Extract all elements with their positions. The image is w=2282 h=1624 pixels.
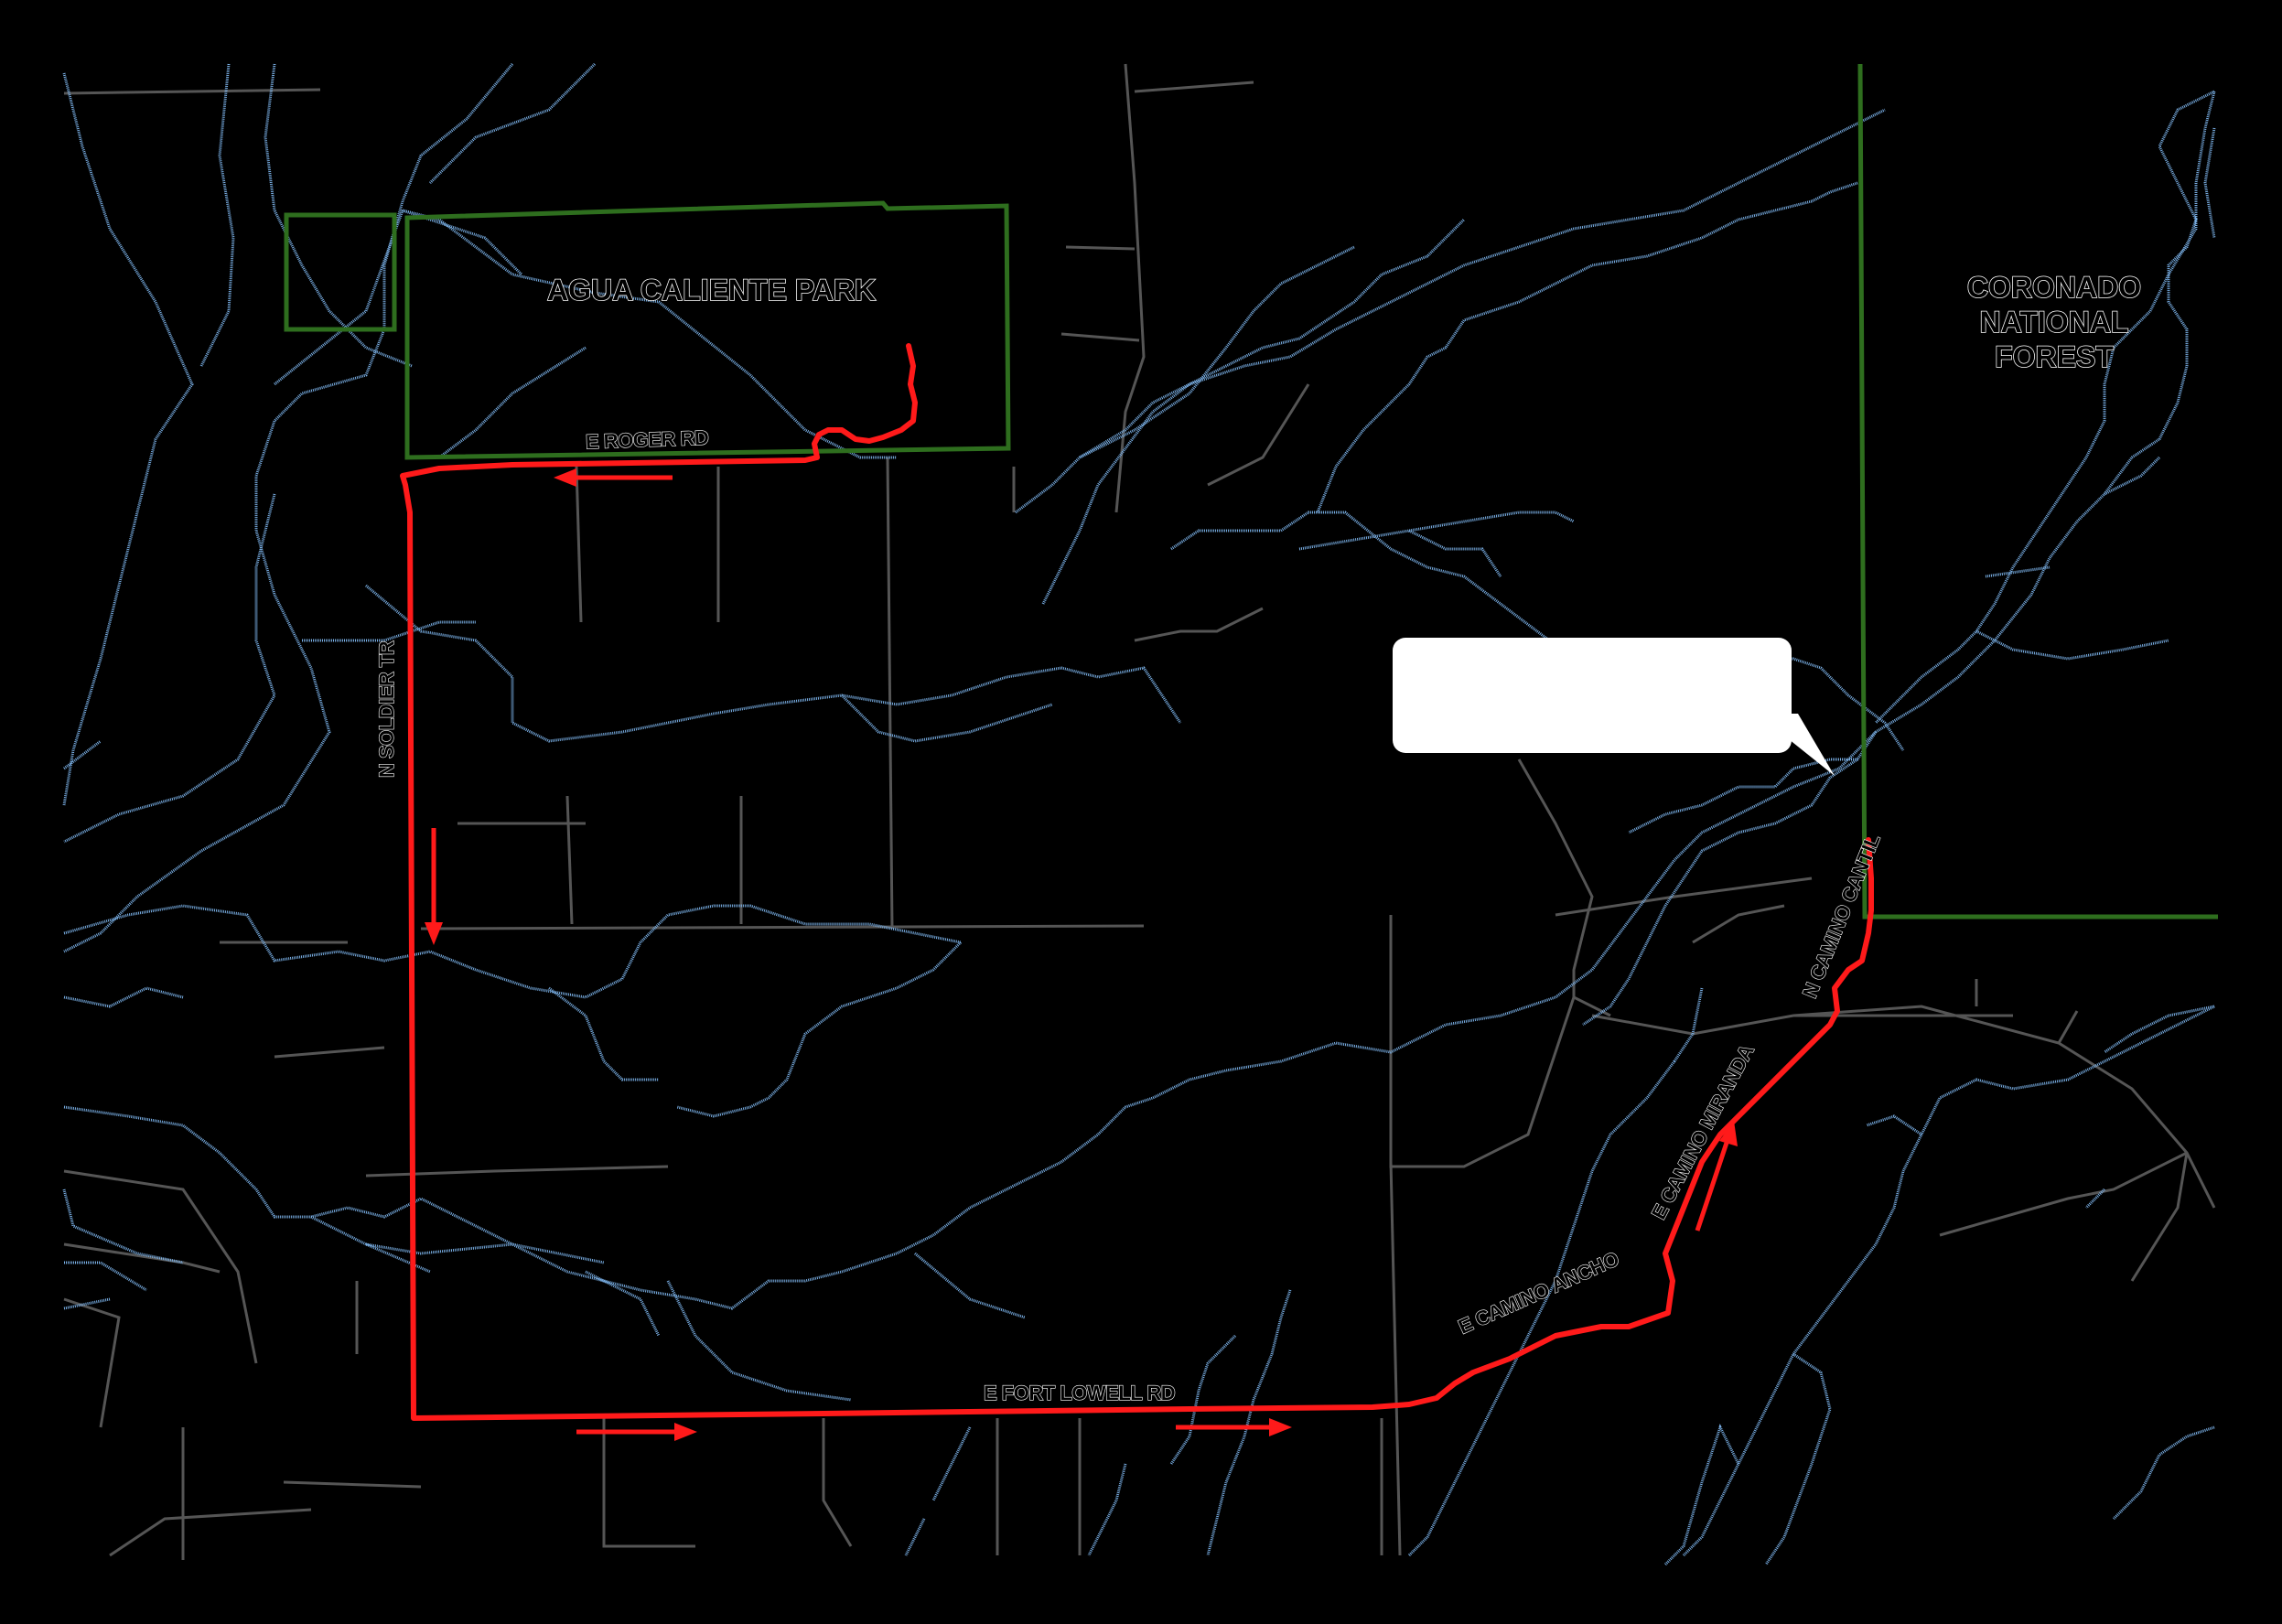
street-label-roger: E ROGER RD <box>585 425 709 454</box>
wash-network <box>62 62 2216 1566</box>
street-label-fort-lowell: E FORT LOWELL RD <box>983 1381 1176 1404</box>
road-network <box>63 63 2216 1560</box>
arrow-west <box>554 468 673 487</box>
boundary-lines <box>284 63 2218 920</box>
forest-boundary <box>1857 63 2218 920</box>
arrow-east-2 <box>1176 1418 1292 1436</box>
direction-arrows <box>425 468 1738 1441</box>
tour-route <box>400 343 1874 1421</box>
arrow-south <box>425 828 443 945</box>
forest-label: CORONADO NATIONAL FOREST <box>1966 270 2142 374</box>
arrow-northeast <box>1695 1121 1738 1231</box>
callout-box <box>1393 638 1792 753</box>
park-boundary <box>404 200 1011 460</box>
street-label-soldier: N SOLDIER TR <box>374 640 398 778</box>
arrow-east-1 <box>576 1423 697 1441</box>
park-parcel <box>284 212 397 332</box>
park-label: AGUA CALIENTE PARK <box>546 273 877 307</box>
